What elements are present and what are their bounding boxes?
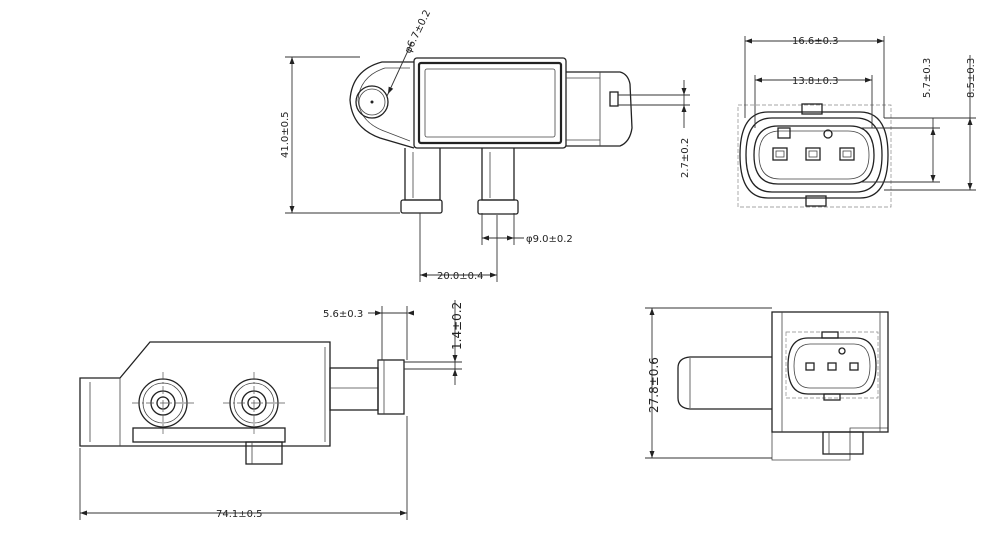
connector-pin-3 [839, 147, 855, 161]
dim-tube-pitch: 20.0±0.4 [437, 271, 484, 282]
mounting-hole [355, 85, 389, 119]
rear-bottom-stub [822, 431, 864, 455]
pressure-tube-right [477, 148, 519, 215]
side-port-right [223, 372, 285, 434]
dim-flange-width: 5.6±0.3 [323, 309, 363, 320]
rear-connector-shell [787, 337, 877, 395]
connector-body [566, 71, 633, 147]
rear-housing [771, 311, 889, 433]
connector-shell-inner [753, 125, 875, 185]
mounting-lug [349, 61, 415, 149]
connector-pin-2 [805, 147, 821, 161]
side-port-left [132, 372, 194, 434]
side-housing [79, 341, 331, 447]
side-view: 5.6±0.3 1.4±0.2 74.1±0.5 [79, 300, 464, 520]
top-view: φ6.7±0.2 41.0±0.5 φ9.0±0.2 20.0±0.4 2.7±… [280, 8, 691, 282]
dim-connector-outer-width: 16.6±0.3 [792, 36, 839, 47]
side-tube-stub [245, 441, 283, 465]
dim-height-41: 41.0±0.5 [280, 111, 291, 158]
connector-shell-outer [739, 111, 889, 199]
dim-hole-diameter: φ6.7±0.2 [403, 8, 433, 55]
dim-pin-offset: 2.7±0.2 [680, 138, 691, 178]
pressure-tube-left [400, 148, 443, 214]
connector-end-view: 16.6±0.3 13.8±0.3 5.7±0.3 8.5±0.3 [737, 36, 977, 208]
dim-connector-inner-height: 5.7±0.3 [922, 58, 933, 98]
dim-connector-inner-width: 13.8±0.3 [792, 76, 839, 87]
rear-view: 27.8±0.6 [645, 307, 889, 461]
sensor-housing [413, 57, 567, 149]
dim-tube-diameter: φ9.0±0.2 [526, 234, 573, 245]
dim-overall-height: 27.8±0.6 [647, 357, 661, 413]
connector-pin-1 [772, 147, 788, 161]
dim-latch-height: 1.4±0.2 [450, 302, 464, 350]
dim-overall-length: 74.1±0.5 [216, 509, 263, 520]
side-connector [329, 359, 405, 415]
dim-connector-outer-height: 8.5±0.3 [966, 58, 977, 98]
rear-tube [677, 356, 772, 410]
